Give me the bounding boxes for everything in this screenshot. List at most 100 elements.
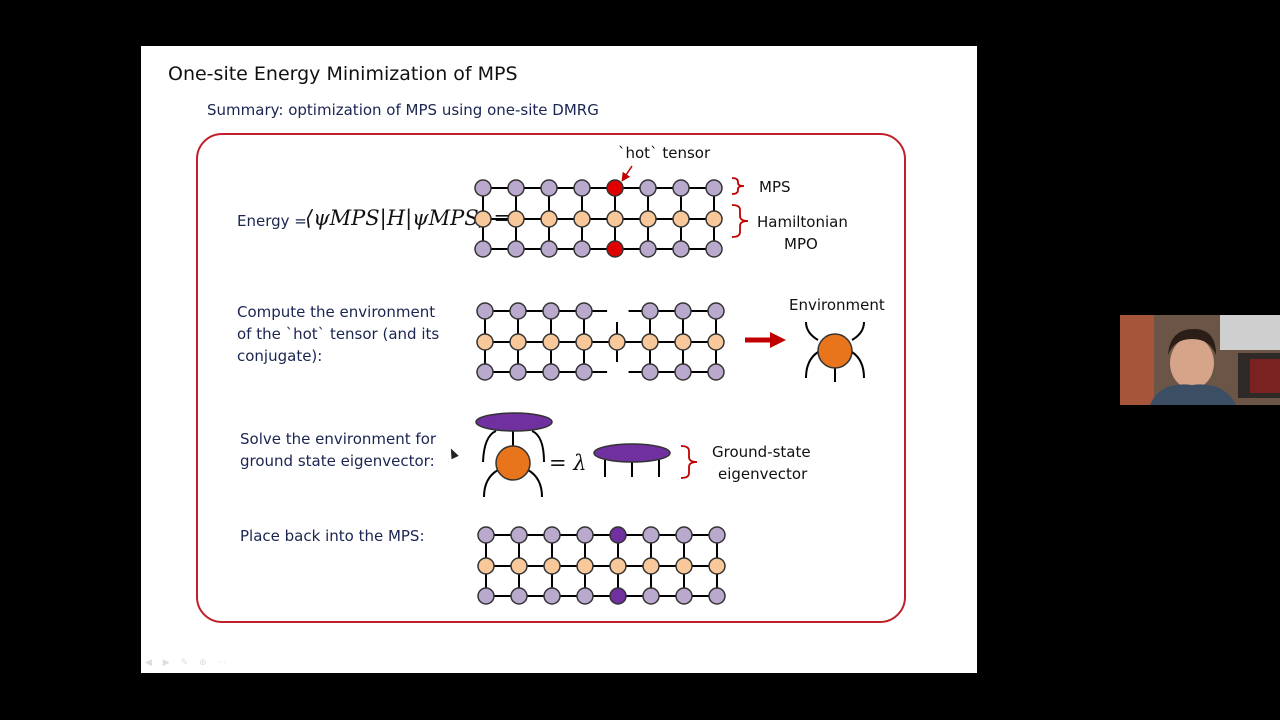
slide-controls-icon[interactable]: ◀ ▶ ✎ ⊕ ⋯ xyxy=(145,658,231,668)
mps-node xyxy=(510,587,528,605)
mps-node xyxy=(639,179,657,197)
mps-node xyxy=(476,363,494,381)
mps-node xyxy=(509,302,527,320)
mps-node xyxy=(674,363,692,381)
mpo-node xyxy=(672,210,690,228)
energy-prefix: Energy = xyxy=(237,212,307,230)
mps-node xyxy=(641,302,659,320)
mpo-node xyxy=(509,333,527,351)
mps-node xyxy=(576,587,594,605)
env-text-line2: of the `hot` tensor (and its xyxy=(237,325,440,343)
slide-title: One-site Energy Minimization of MPS xyxy=(168,63,518,85)
environment-label: Environment xyxy=(789,296,885,314)
mps-node xyxy=(675,526,693,544)
mpo-node xyxy=(639,210,657,228)
ground-state-label: Ground-state xyxy=(712,443,811,461)
mps-node xyxy=(573,240,591,258)
equals-lambda: = λ xyxy=(549,451,587,475)
eigen-environment xyxy=(475,412,553,498)
mps-node xyxy=(474,240,492,258)
mps-node xyxy=(510,526,528,544)
mpo-node xyxy=(476,333,494,351)
mps-node xyxy=(477,587,495,605)
eigvec-brace xyxy=(680,445,698,479)
mps-node xyxy=(540,179,558,197)
mpo-label: MPO xyxy=(784,235,818,253)
mps-node xyxy=(606,179,624,197)
mpo-node xyxy=(474,210,492,228)
mps-node xyxy=(476,302,494,320)
mps-node xyxy=(507,240,525,258)
eigen-text-line2: ground state eigenvector: xyxy=(240,452,435,470)
mps-node xyxy=(542,363,560,381)
eigenvector-label: eigenvector xyxy=(718,465,808,483)
mps-node xyxy=(708,587,726,605)
mpo-node xyxy=(542,333,560,351)
mpo-node xyxy=(707,333,725,351)
mpo-node xyxy=(510,557,528,575)
mps-node xyxy=(672,179,690,197)
slide-subtitle: Summary: optimization of MPS using one-s… xyxy=(207,101,599,119)
mps-node xyxy=(575,302,593,320)
environment-tensor xyxy=(805,321,865,382)
mps-node xyxy=(606,240,624,258)
mps-node xyxy=(509,363,527,381)
mpo-node xyxy=(540,210,558,228)
env-text-line1: Compute the environment xyxy=(237,303,436,321)
mpo-node xyxy=(705,210,723,228)
mps-node xyxy=(674,302,692,320)
environment-network xyxy=(476,302,725,381)
mps-node xyxy=(642,587,660,605)
mps-node xyxy=(705,179,723,197)
energy-network xyxy=(474,179,723,258)
hot-tensor-label: `hot` tensor xyxy=(618,144,711,162)
arrow-head-icon xyxy=(770,332,786,348)
mps-node xyxy=(675,587,693,605)
mps-node xyxy=(609,526,627,544)
mps-node xyxy=(543,587,561,605)
mps-node xyxy=(474,179,492,197)
hot-pointer-arrow xyxy=(621,165,633,182)
mps-node xyxy=(576,526,594,544)
mps-node xyxy=(609,587,627,605)
eigenvector-tensor xyxy=(593,443,671,477)
mpo-node xyxy=(641,333,659,351)
mps-node xyxy=(672,240,690,258)
hamiltonian-label: Hamiltonian xyxy=(757,213,848,231)
mps-node xyxy=(477,526,495,544)
mps-node xyxy=(642,526,660,544)
mps-node xyxy=(573,179,591,197)
mps-label: MPS xyxy=(759,178,791,196)
eigen-text-line1: Solve the environment for xyxy=(240,430,437,448)
mpo-brace xyxy=(731,204,749,238)
mpo-node xyxy=(708,557,726,575)
env-text-line3: conjugate): xyxy=(237,347,323,365)
mpo-node xyxy=(608,333,626,351)
mpo-node xyxy=(675,557,693,575)
mpo-node xyxy=(543,557,561,575)
place-text: Place back into the MPS: xyxy=(240,527,425,545)
mpo-node xyxy=(573,210,591,228)
mpo-node xyxy=(576,557,594,575)
mps-node xyxy=(705,240,723,258)
mpo-node xyxy=(642,557,660,575)
mpo-node xyxy=(674,333,692,351)
mps-node xyxy=(575,363,593,381)
mpo-node xyxy=(477,557,495,575)
mpo-node xyxy=(507,210,525,228)
mps-node xyxy=(641,363,659,381)
mpo-node xyxy=(606,210,624,228)
mpo-node xyxy=(609,557,627,575)
mps-node xyxy=(707,302,725,320)
mps-node xyxy=(507,179,525,197)
mps-node xyxy=(543,526,561,544)
presenter-webcam xyxy=(1120,315,1280,405)
mps-node xyxy=(540,240,558,258)
webcam-image xyxy=(1120,315,1280,405)
mps-node xyxy=(542,302,560,320)
mps-node xyxy=(639,240,657,258)
mpo-node xyxy=(575,333,593,351)
mps-brace xyxy=(731,177,745,195)
mps-node xyxy=(707,363,725,381)
